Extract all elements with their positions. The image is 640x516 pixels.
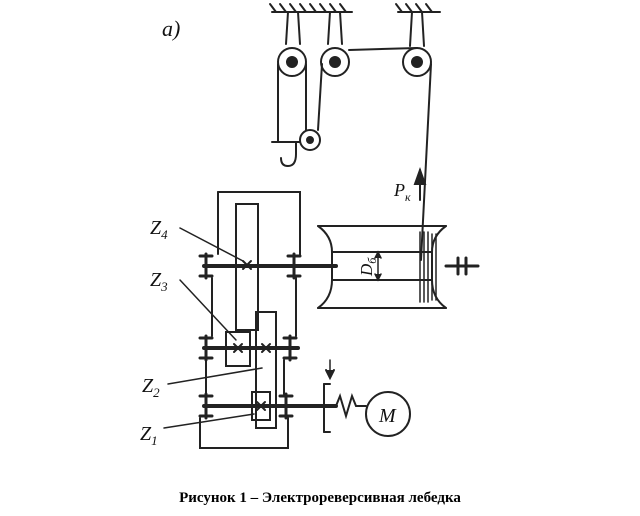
drum-shaft-end <box>444 256 480 276</box>
label-drum-diameter: Dб <box>357 257 379 277</box>
guide-pulley <box>402 47 432 77</box>
elastic-coupling <box>335 392 367 420</box>
electric-motor <box>365 391 411 437</box>
panel-label: а) <box>162 16 180 41</box>
rope-force-arrow <box>413 167 427 201</box>
figure-caption: Рисунок 1 – Электрореверсивная лебедка <box>179 490 461 506</box>
bearings <box>198 252 302 420</box>
drum-rope-winding <box>419 231 437 303</box>
brake <box>323 359 335 433</box>
label-z4: Z4 <box>150 217 168 242</box>
drum-diameter-dimension <box>374 250 382 282</box>
fixed-pulley-2 <box>320 47 350 77</box>
label-motor: M <box>378 405 397 427</box>
label-z3: Z3 <box>150 269 168 294</box>
ceiling-support-right <box>395 3 441 13</box>
fixed-pulley-1 <box>277 47 307 77</box>
gearbox-housing <box>199 191 301 449</box>
gear-leader-lines <box>163 227 263 429</box>
label-force: Pк <box>393 180 411 204</box>
winch-drum <box>314 225 447 309</box>
winch-diagram: а) Z4 Z3 Z2 Z1 Pк Dб M <box>140 3 480 449</box>
rope <box>277 47 432 261</box>
ceiling-support-left <box>269 3 353 13</box>
hook-block <box>271 129 321 168</box>
label-z2: Z2 <box>142 375 160 400</box>
gear-z2 <box>255 311 277 429</box>
gear-hub-marks <box>233 260 271 411</box>
label-z1: Z1 <box>140 423 158 448</box>
